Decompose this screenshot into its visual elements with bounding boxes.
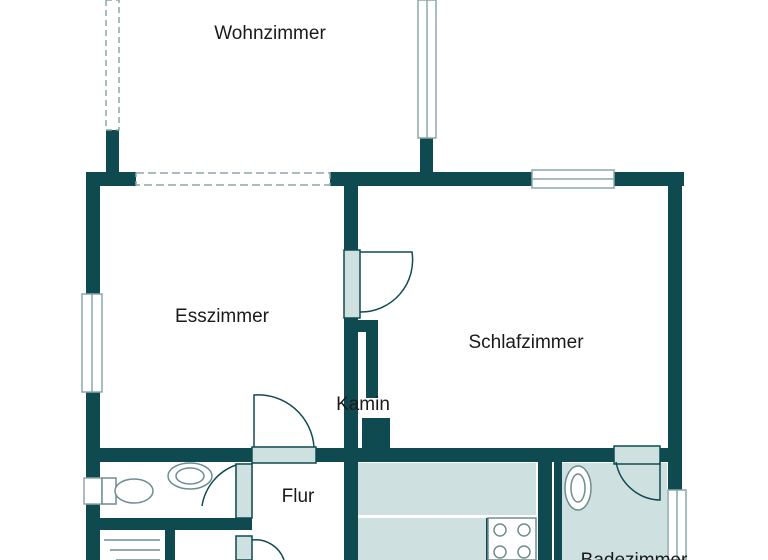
wall-left-b xyxy=(86,392,100,560)
label-badezimmer: Badezimmer xyxy=(581,550,688,560)
door-swing-toilet xyxy=(201,464,237,507)
wall-horiz-a xyxy=(86,448,252,462)
label-esszimmer: Esszimmer xyxy=(175,306,270,327)
door-leaf-bath xyxy=(613,445,661,465)
burner-2-icon xyxy=(517,523,531,537)
door-swing-flur xyxy=(253,394,315,448)
wall-top-right xyxy=(614,172,684,186)
wall-mid-a xyxy=(344,172,358,250)
window-top-left xyxy=(135,172,331,186)
wall-right-a xyxy=(668,172,682,490)
wall-top-mid xyxy=(330,172,532,186)
label-wohnzimmer: Wohnzimmer xyxy=(214,23,326,44)
wall-chimney-side xyxy=(366,320,378,398)
bath-fixture-right xyxy=(610,463,667,560)
wall-stair-post xyxy=(165,530,175,560)
windows xyxy=(81,0,687,560)
wall-kitchen-bath xyxy=(538,448,552,560)
wall-wz-right-stub xyxy=(420,138,433,182)
wall-chimney-base xyxy=(362,418,390,448)
toilet-tank-icon xyxy=(101,477,117,505)
wall-bath-inner xyxy=(554,462,562,560)
label-kamin: Kamin xyxy=(336,394,390,415)
kitchen-counter-upper xyxy=(358,463,536,515)
burner-4-icon xyxy=(517,545,531,559)
window-toilet xyxy=(83,477,103,505)
window-wz-left xyxy=(105,0,120,131)
wall-toilet-bottom xyxy=(86,518,252,530)
burner-1-icon xyxy=(493,523,507,537)
wall-horiz-c xyxy=(660,448,682,462)
door-leaf-toilet xyxy=(235,463,253,519)
label-schlafzimmer: Schlafzimmer xyxy=(468,332,584,353)
wall-wz-left-stub xyxy=(106,130,119,182)
label-flur: Flur xyxy=(282,486,315,507)
wall-left-a xyxy=(86,172,100,294)
wall-mid-b xyxy=(344,318,358,560)
bath-basin-inner-icon xyxy=(570,473,586,503)
kitchen-counter-lower xyxy=(358,518,486,560)
door-swing-lower xyxy=(251,539,285,560)
door-leaf-flur xyxy=(251,446,317,464)
fixture-areas xyxy=(235,463,667,560)
doors xyxy=(201,249,661,560)
door-swing-bath xyxy=(615,461,661,501)
washbasin-inner-icon xyxy=(175,467,205,485)
burner-3-icon xyxy=(493,545,507,559)
door-swing-bedroom xyxy=(359,251,414,313)
fixtures xyxy=(101,462,592,560)
door-leaf-lower xyxy=(235,535,253,560)
wall-horiz-b xyxy=(316,448,614,462)
walls xyxy=(86,130,684,560)
door-leaf-bedroom xyxy=(343,249,361,319)
toilet-bowl-icon xyxy=(114,478,154,504)
